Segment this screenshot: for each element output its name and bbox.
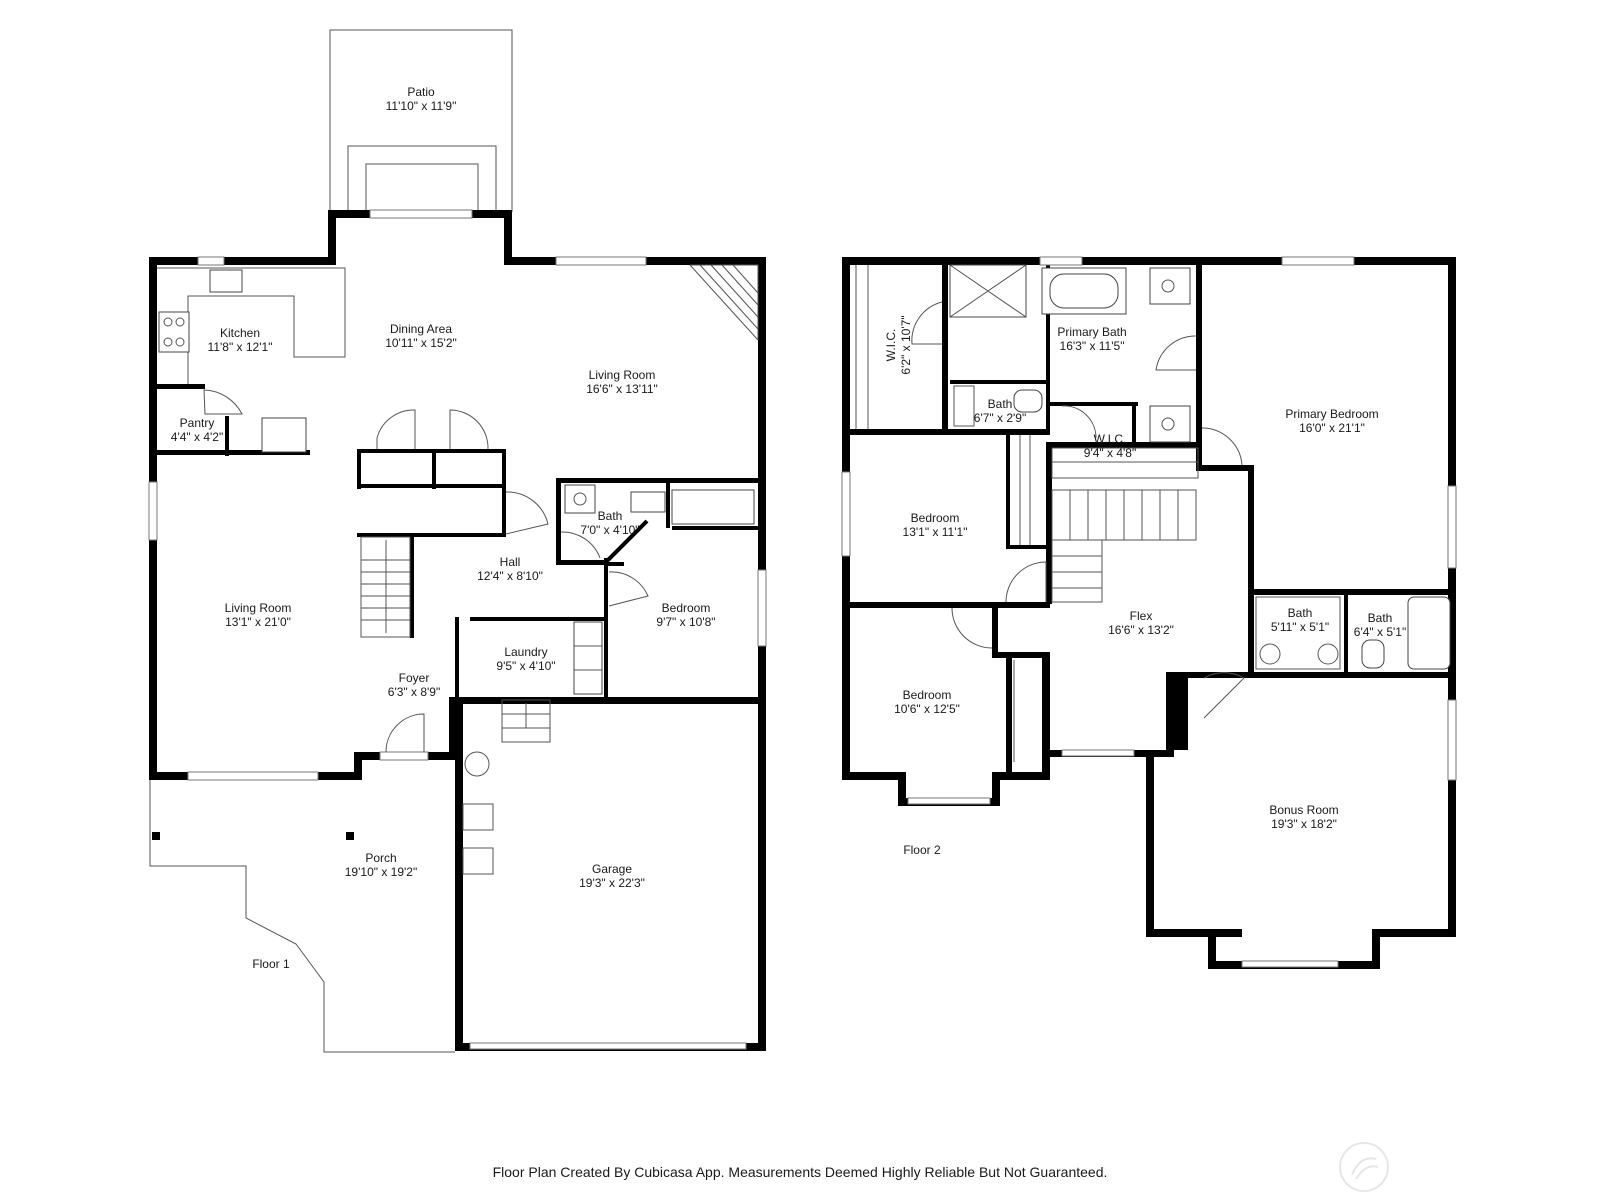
room-dims-bath-primary-wc: 6'7" x 2'9" xyxy=(974,411,1026,425)
floor-2-labels: W.I.C. 6'2" x 10'7" Primary Bath 16'3" x… xyxy=(884,315,1406,857)
room-dims-bath-3: 6'4" x 5'1" xyxy=(1354,625,1406,639)
room-name-kitchen: Kitchen xyxy=(220,326,260,340)
porch-outline xyxy=(149,778,455,1053)
floor-1-stairs xyxy=(360,264,759,743)
floor-1-labels: Patio 11'10" x 11'9" Dining Area 10'11" … xyxy=(171,85,716,971)
room-dims-dining-area: 10'11" x 15'2" xyxy=(385,336,457,350)
floor-2-closets-doors xyxy=(951,427,1245,762)
room-name-living-room-rear: Living Room xyxy=(589,368,656,382)
floor-1-windows xyxy=(148,209,767,1050)
room-dims-hall: 12'4" x 8'10" xyxy=(477,569,543,583)
wic-closet-rods xyxy=(855,265,943,429)
floor-1-fixtures xyxy=(462,484,755,875)
room-name-flex: Flex xyxy=(1130,609,1153,623)
room-name-bedroom-3: Bedroom xyxy=(903,688,952,702)
room-name-living-room-front: Living Room xyxy=(225,601,292,615)
room-dims-pantry: 4'4" x 4'2" xyxy=(171,430,223,444)
room-dims-bedroom-3: 10'6" x 12'5" xyxy=(894,702,960,716)
floor-1-interior-walls xyxy=(149,384,758,699)
room-dims-flex: 16'6" x 13'2" xyxy=(1108,623,1174,637)
room-dims-garage: 19'3" x 22'3" xyxy=(579,876,645,890)
porch-post xyxy=(152,832,160,840)
room-name-bonus-room: Bonus Room xyxy=(1269,803,1338,817)
room-name-wic-2: W.I.C. xyxy=(1094,432,1127,446)
room-dims-living-room-front: 13'1" x 21'0" xyxy=(225,615,291,629)
floor-1-doors xyxy=(376,409,649,753)
room-dims-wic-2: 9'4" x 4'8" xyxy=(1084,446,1136,460)
room-name-patio: Patio xyxy=(407,85,435,99)
room-dims-primary-bath: 16'3" x 11'5" xyxy=(1060,339,1125,353)
room-name-primary-bedroom: Primary Bedroom xyxy=(1285,407,1378,421)
room-name-laundry: Laundry xyxy=(504,645,547,659)
room-name-wic-1: W.I.C. xyxy=(884,329,898,362)
room-dims-bedroom-floor1: 9'7" x 10'8" xyxy=(656,615,715,629)
room-dims-bath-floor1: 7'0" x 4'10" xyxy=(580,523,639,537)
floor-2-interior-walls xyxy=(842,257,1456,772)
room-dims-primary-bedroom: 16'0" x 21'1" xyxy=(1299,421,1365,435)
floor-2-windows xyxy=(841,256,1457,968)
room-name-bath-primary-wc: Bath xyxy=(988,397,1013,411)
floor-1-plan: Patio 11'10" x 11'9" Dining Area 10'11" … xyxy=(148,29,767,1053)
room-name-garage: Garage xyxy=(592,862,632,876)
room-dims-wic-1: 6'2" x 10'7" xyxy=(899,315,913,374)
room-name-porch: Porch xyxy=(365,851,396,865)
room-dims-bath-2: 5'11" x 5'1" xyxy=(1271,620,1329,634)
room-dims-kitchen: 11'8" x 12'1" xyxy=(208,340,273,354)
floor-2-label: Floor 2 xyxy=(903,843,941,857)
room-name-bath-2: Bath xyxy=(1288,606,1313,620)
room-dims-bedroom-2: 13'1" x 11'1" xyxy=(903,525,968,539)
room-name-bath-3: Bath xyxy=(1368,611,1393,625)
floor-2-bath-fixtures xyxy=(1255,596,1451,670)
room-name-foyer: Foyer xyxy=(399,671,430,685)
room-name-bath-floor1: Bath xyxy=(598,509,623,523)
watermark-logo-icon xyxy=(1339,1142,1389,1192)
room-dims-living-room-rear: 16'6" x 13'11" xyxy=(586,382,658,396)
room-name-hall: Hall xyxy=(500,555,521,569)
room-dims-patio: 11'10" x 11'9" xyxy=(386,99,457,113)
porch-post xyxy=(346,832,354,840)
floor-2-stairs xyxy=(1051,489,1197,603)
room-dims-foyer: 6'3" x 8'9" xyxy=(388,685,440,699)
patio-outline xyxy=(329,29,513,212)
room-dims-porch: 19'10" x 19'2" xyxy=(345,865,418,879)
primary-bath-fixtures xyxy=(949,264,1199,479)
room-name-primary-bath: Primary Bath xyxy=(1057,325,1126,339)
room-dims-laundry: 9'5" x 4'10" xyxy=(496,659,555,673)
room-name-bedroom-floor1: Bedroom xyxy=(662,601,711,615)
room-dims-bonus-room: 19'3" x 18'2" xyxy=(1271,817,1337,831)
room-name-pantry: Pantry xyxy=(180,416,215,430)
room-name-bedroom-2: Bedroom xyxy=(911,511,960,525)
floor-1-label: Floor 1 xyxy=(252,957,290,971)
footer-disclaimer: Floor Plan Created By Cubicasa App. Meas… xyxy=(492,1164,1108,1180)
kitchen-fixtures xyxy=(157,267,346,453)
room-name-dining-area: Dining Area xyxy=(390,322,452,336)
floor-2-plan: W.I.C. 6'2" x 10'7" Primary Bath 16'3" x… xyxy=(841,256,1457,969)
